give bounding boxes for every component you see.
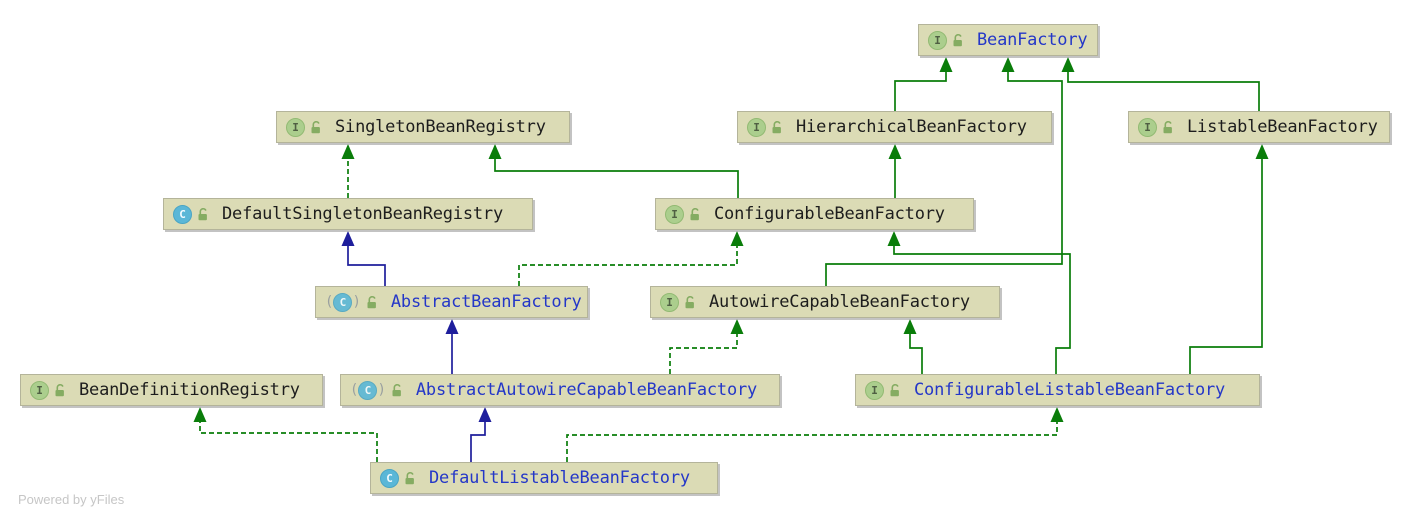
public-lock-icon — [690, 207, 699, 220]
abstract-paren-left: ( — [325, 293, 334, 310]
node-label: ListableBeanFactory — [1187, 117, 1378, 137]
arrowhead-extends-icon — [887, 231, 901, 246]
interface-icon: I — [286, 117, 305, 137]
abstract-paren-left: ( — [350, 381, 359, 398]
public-lock-icon — [198, 207, 207, 220]
node-configurable-bean-factory[interactable]: I ConfigurableBeanFactory — [655, 198, 974, 230]
arrowhead-extends-icon — [488, 144, 502, 159]
node-listable-bean-factory[interactable]: I ListableBeanFactory — [1128, 111, 1390, 143]
edge-default-listable-bean-factory-to-bean-definition-registry — [199, 420, 378, 462]
edge-configurable-bean-factory-to-singleton-bean-registry — [494, 157, 739, 198]
arrowhead-extends-icon — [888, 144, 902, 159]
abstract-class-icon: C — [333, 292, 353, 312]
class-icon: C — [380, 468, 399, 488]
public-lock-icon — [392, 383, 401, 396]
edge-abstract-autowire-capable-bean-factory-to-autowire-capable-bean-factory — [669, 332, 738, 374]
arrowhead-class-extends-icon — [341, 231, 355, 246]
node-label: ConfigurableBeanFactory — [714, 204, 945, 224]
arrowhead-implements-icon — [1050, 407, 1064, 422]
edge-listable-bean-factory-to-bean-factory — [1067, 70, 1260, 111]
public-lock-icon — [890, 383, 899, 396]
abstract-paren-right: ) — [352, 293, 361, 310]
edge-configurable-listable-bean-factory-to-configurable-bean-factory — [893, 244, 1071, 374]
edge-default-listable-bean-factory-to-abstract-autowire-capable-bean-factory — [470, 420, 486, 462]
public-lock-icon — [953, 33, 962, 46]
arrowhead-extends-icon — [1001, 57, 1015, 72]
node-label: ConfigurableListableBeanFactory — [914, 380, 1226, 400]
public-lock-icon — [367, 295, 376, 308]
interface-icon: I — [30, 380, 49, 400]
class-icon: C — [173, 204, 192, 224]
interface-icon: I — [865, 380, 884, 400]
edge-hierarchical-bean-factory-to-bean-factory — [894, 70, 947, 111]
node-hierarchical-bean-factory[interactable]: I HierarchicalBeanFactory — [737, 111, 1052, 143]
edge-configurable-listable-bean-factory-to-listable-bean-factory — [1189, 157, 1263, 374]
node-abstract-bean-factory[interactable]: (C) AbstractBeanFactory — [315, 286, 588, 318]
node-default-listable-bean-factory[interactable]: C DefaultListableBeanFactory — [370, 462, 718, 494]
abstract-paren-right: ) — [377, 381, 386, 398]
arrowhead-implements-icon — [341, 144, 355, 159]
node-label: AbstractBeanFactory — [390, 292, 582, 312]
arrowhead-extends-icon — [939, 57, 953, 72]
node-label: AutowireCapableBeanFactory — [709, 292, 970, 312]
node-configurable-listable-bean-factory[interactable]: I ConfigurableListableBeanFactory — [855, 374, 1260, 406]
node-label: BeanDefinitionRegistry — [79, 380, 300, 400]
yfiles-watermark: Powered by yFiles — [18, 492, 125, 507]
abstract-class-icon: C — [358, 380, 378, 400]
edge-default-listable-bean-factory-to-configurable-listable-bean-factory — [566, 420, 1058, 462]
node-singleton-bean-registry[interactable]: I SingletonBeanRegistry — [276, 111, 570, 143]
public-lock-icon — [1163, 120, 1172, 133]
arrowhead-class-extends-icon — [445, 319, 459, 334]
interface-icon: I — [665, 204, 684, 224]
public-lock-icon — [311, 120, 320, 133]
node-bean-factory[interactable]: I BeanFactory — [918, 24, 1098, 56]
public-lock-icon — [405, 471, 414, 484]
arrowhead-implements-icon — [730, 319, 744, 334]
public-lock-icon — [772, 120, 781, 133]
arrowhead-implements-icon — [193, 407, 207, 422]
node-autowire-capable-bean-factory[interactable]: I AutowireCapableBeanFactory — [650, 286, 1000, 318]
arrowhead-implements-icon — [730, 231, 744, 246]
interface-icon: I — [747, 117, 766, 137]
edge-autowire-capable-bean-factory-to-bean-factory — [825, 70, 1063, 286]
edge-abstract-bean-factory-to-default-singleton-bean-registry — [347, 244, 386, 286]
node-label: AbstractAutowireCapableBeanFactory — [415, 380, 758, 400]
edge-abstract-bean-factory-to-configurable-bean-factory — [518, 244, 738, 286]
arrowhead-class-extends-icon — [478, 407, 492, 422]
node-label: DefaultSingletonBeanRegistry — [222, 204, 503, 224]
node-label: BeanFactory — [977, 30, 1088, 50]
node-abstract-autowire-capable-bean-factory[interactable]: (C) AbstractAutowireCapableBeanFactory — [340, 374, 780, 406]
interface-icon: I — [1138, 117, 1157, 137]
node-bean-definition-registry[interactable]: I BeanDefinitionRegistry — [20, 374, 323, 406]
node-label: SingletonBeanRegistry — [335, 117, 546, 137]
public-lock-icon — [685, 295, 694, 308]
arrowhead-extends-icon — [1061, 57, 1075, 72]
arrowhead-extends-icon — [1255, 144, 1269, 159]
interface-icon: I — [928, 30, 947, 50]
node-default-singleton-bean-registry[interactable]: C DefaultSingletonBeanRegistry — [163, 198, 533, 230]
node-label: DefaultListableBeanFactory — [429, 468, 690, 488]
public-lock-icon — [55, 383, 64, 396]
edge-configurable-listable-bean-factory-to-autowire-capable-bean-factory — [909, 332, 923, 374]
arrowhead-extends-icon — [903, 319, 917, 334]
interface-icon: I — [660, 292, 679, 312]
node-label: HierarchicalBeanFactory — [796, 117, 1027, 137]
